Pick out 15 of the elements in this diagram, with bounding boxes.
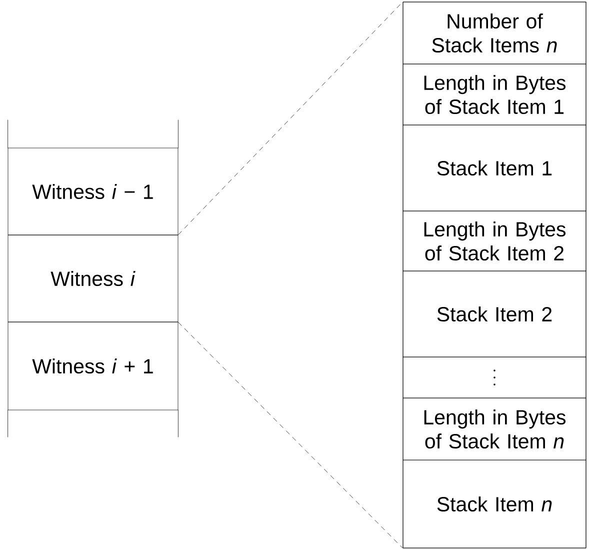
text-cell: Stack Item n <box>402 460 586 548</box>
text-cell: Length in Bytes of Stack Item 1 <box>402 64 586 126</box>
dashed-line <box>178 2 403 235</box>
text-cell: Witness i <box>8 234 178 322</box>
dashed-line <box>178 322 403 548</box>
text-cell: Number of Stack Items n <box>402 2 586 64</box>
text-cell: Stack Item 1 <box>402 124 586 212</box>
text-cell: Witness i − 1 <box>8 148 178 236</box>
text-cell: Length in Bytes of Stack Item n <box>402 398 586 460</box>
stack-slot <box>8 410 178 438</box>
text-cell: Stack Item 2 <box>402 270 586 358</box>
ellipsis-cell <box>402 356 586 398</box>
stack-slot <box>8 120 178 148</box>
text-cell: Witness i + 1 <box>8 322 178 410</box>
text-cell: Length in Bytes of Stack Item 2 <box>402 210 586 272</box>
